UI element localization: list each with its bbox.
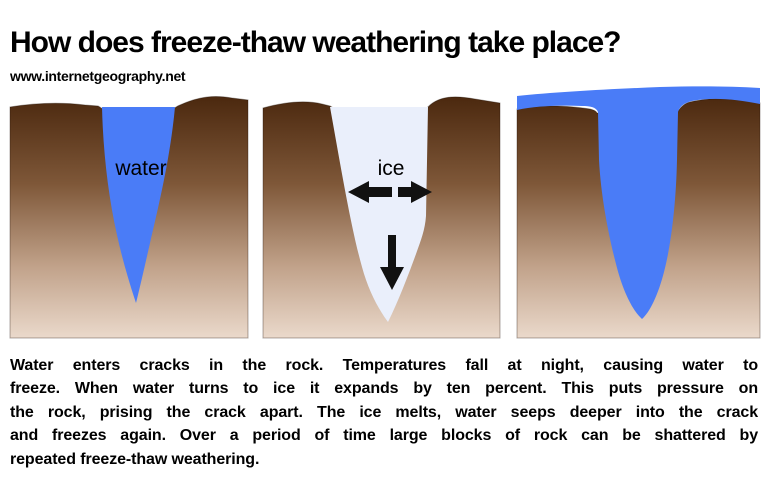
caption-line: and freezes again. Over a period of time…	[10, 427, 758, 445]
caption-line: repeated freeze-thaw weathering.	[10, 450, 260, 468]
ice-label: ice	[378, 157, 405, 180]
caption-line: Water enters cracks in the rock. Tempera…	[10, 357, 758, 374]
rock-block	[516, 98, 761, 339]
caption-line: the rock, prising the crack apart. The i…	[10, 403, 758, 421]
arrow-down-icon	[380, 235, 404, 290]
panel-meltwater	[516, 86, 761, 339]
water-label: water	[114, 157, 166, 180]
water-fill	[102, 107, 175, 303]
rock-block	[9, 96, 249, 339]
caption: Water enters cracks in the rock. Tempera…	[10, 354, 758, 471]
panel-water: water	[9, 96, 249, 339]
panel-ice: ice	[262, 96, 501, 339]
meltwater-fill	[517, 86, 760, 320]
arrow-right-icon	[398, 181, 432, 203]
ice-fill	[330, 107, 428, 322]
page-title: How does freeze-thaw weathering take pla…	[10, 26, 622, 59]
caption-line: freeze. When water turns to ice it expan…	[10, 380, 758, 398]
rock-block	[262, 96, 501, 339]
website-url: www.internetgeography.net	[10, 68, 186, 84]
arrow-left-icon	[348, 181, 392, 203]
